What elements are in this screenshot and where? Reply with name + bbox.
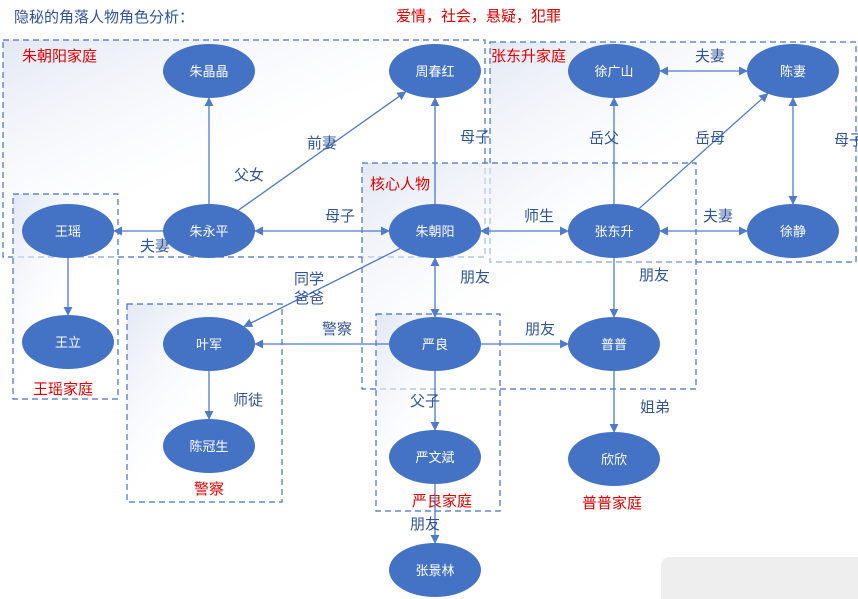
edge-label-zhuyongping-zhouchunhong: 前妻 <box>307 134 337 152</box>
edge-label-zhuchaoyang-yanliang: 朋友 <box>460 268 490 286</box>
node-xujing[interactable]: 徐静 <box>747 204 839 258</box>
node-zhouchunhong[interactable]: 周春红 <box>389 44 481 98</box>
edge-zhuyongping-zhouchunhong <box>237 91 407 211</box>
edge-label-yanwenbin-zhangjinglin: 朋友 <box>410 515 440 533</box>
edge-label-zhuyongping-zhuchaoyang: 母子 <box>325 207 355 225</box>
node-shape-zhangdongsheng[interactable] <box>568 204 660 258</box>
node-yanliang[interactable]: 严良 <box>389 317 481 371</box>
node-zhuyongping[interactable]: 朱永平 <box>163 204 255 258</box>
edge-label-chenqi-xujing: 母子 <box>834 131 858 149</box>
node-shape-pupu[interactable] <box>568 317 660 371</box>
edge-label-pupu-xinxin: 姐弟 <box>640 398 670 416</box>
edge-zhuchaoyang-yejun <box>243 247 401 328</box>
node-label-zhuyongping: 朱永平 <box>189 225 228 240</box>
node-xuguangshan[interactable]: 徐广山 <box>568 44 660 98</box>
node-label-zhangjinglin: 张景林 <box>415 564 454 579</box>
edge-label-zhangdongsheng-xuguangshan: 岳父 <box>589 129 619 147</box>
node-shape-yanliang[interactable] <box>389 317 481 371</box>
node-xinxin[interactable]: 欣欣 <box>568 432 660 486</box>
diagram-subtitle: 爱情，社会，悬疑，犯罪 <box>396 7 562 25</box>
node-yejun[interactable]: 叶军 <box>163 317 255 371</box>
edge-label-zhangdongsheng-xujing: 夫妻 <box>703 207 733 225</box>
node-chenqi[interactable]: 陈妻 <box>747 44 839 98</box>
node-label-yanwenbin: 严文斌 <box>415 451 454 466</box>
node-label-wangyao: 王瑶 <box>55 225 81 240</box>
edge-label-zhuchaoyang-zhouchunhong: 母子 <box>460 128 490 146</box>
node-shape-xujing[interactable] <box>747 204 839 258</box>
node-label-chenguansheng: 陈冠生 <box>189 439 228 455</box>
edge-label-yanliang-yanwenbin: 父子 <box>410 392 440 410</box>
edge-label-zhuchaoyang-yejun: 同学爸爸 <box>294 270 324 307</box>
node-label-xinxin: 欣欣 <box>601 453 627 468</box>
node-shape-zhujingjing[interactable] <box>163 44 255 98</box>
node-label-zhangdongsheng: 张东升 <box>594 225 633 240</box>
node-shape-yanwenbin[interactable] <box>389 430 481 484</box>
group-label-yanliang: 严良家庭 <box>412 492 472 510</box>
node-shape-chenqi[interactable] <box>747 44 839 98</box>
edge-zhangdongsheng-chenqi <box>638 92 769 209</box>
edge-label-yejun-chenguansheng: 师徒 <box>233 391 263 409</box>
node-shape-zhuyongping[interactable] <box>163 204 255 258</box>
node-label-xuguangshan: 徐广山 <box>594 65 633 80</box>
edge-label-zhangdongsheng-chenqi: 岳母 <box>695 129 725 147</box>
diagram-title: 隐秘的角落人物角色分析： <box>14 8 195 26</box>
node-zhangdongsheng[interactable]: 张东升 <box>568 204 660 258</box>
edge-label-yanliang-yejun: 警察 <box>322 320 352 338</box>
group-label-pupu: 普普家庭 <box>582 494 642 512</box>
node-label-zhujingjing: 朱晶晶 <box>189 65 228 80</box>
edge-label-xuguangshan-chenqi: 夫妻 <box>695 47 725 65</box>
node-wangyao[interactable]: 王瑶 <box>22 204 114 258</box>
edge-label-zhangdongsheng-pupu: 朋友 <box>639 266 669 284</box>
node-wangli[interactable]: 王立 <box>22 315 114 369</box>
group-label-zhangdongsheng: 张东升家庭 <box>491 47 566 65</box>
group-label-wangyao: 王瑶家庭 <box>33 380 93 398</box>
node-shape-chenguansheng[interactable] <box>163 419 255 473</box>
edge-label-yanliang-pupu: 朋友 <box>525 320 555 338</box>
node-zhangjinglin[interactable]: 张景林 <box>389 543 481 597</box>
node-yanwenbin[interactable]: 严文斌 <box>389 430 481 484</box>
node-label-zhuchaoyang: 朱朝阳 <box>415 225 454 240</box>
node-pupu[interactable]: 普普 <box>568 317 660 371</box>
node-shape-xinxin[interactable] <box>568 432 660 486</box>
node-zhujingjing[interactable]: 朱晶晶 <box>163 44 255 98</box>
corner-panel <box>661 557 858 599</box>
node-label-yanliang: 严良 <box>422 337 448 353</box>
edge-label-zhuchaoyang-zhangdongsheng: 师生 <box>524 207 554 225</box>
node-shape-zhangjinglin[interactable] <box>389 543 481 597</box>
node-label-pupu: 普普 <box>601 338 627 353</box>
node-zhuchaoyang[interactable]: 朱朝阳 <box>389 204 481 258</box>
node-shape-xuguangshan[interactable] <box>568 44 660 98</box>
node-label-yejun: 叶军 <box>196 338 222 353</box>
group-label-police: 警察 <box>194 480 224 498</box>
node-shape-wangyao[interactable] <box>22 204 114 258</box>
node-label-wangli: 王立 <box>55 336 81 351</box>
group-label-zhuchaoyang: 朱朝阳家庭 <box>22 47 97 65</box>
node-shape-yejun[interactable] <box>163 317 255 371</box>
group-label-core: 核心人物 <box>370 175 430 193</box>
node-chenguansheng[interactable]: 陈冠生 <box>163 419 255 473</box>
node-shape-zhuchaoyang[interactable] <box>389 204 481 258</box>
node-label-zhouchunhong: 周春红 <box>415 64 454 80</box>
edge-label-zhuyongping-wangyao: 夫妻 <box>140 237 170 255</box>
node-label-chenqi: 陈妻 <box>780 64 806 80</box>
node-label-xujing: 徐静 <box>780 225 806 240</box>
edge-label-zhuyongping-zhujingjing: 父女 <box>234 166 264 184</box>
node-shape-wangli[interactable] <box>22 315 114 369</box>
node-shape-zhouchunhong[interactable] <box>389 44 481 98</box>
